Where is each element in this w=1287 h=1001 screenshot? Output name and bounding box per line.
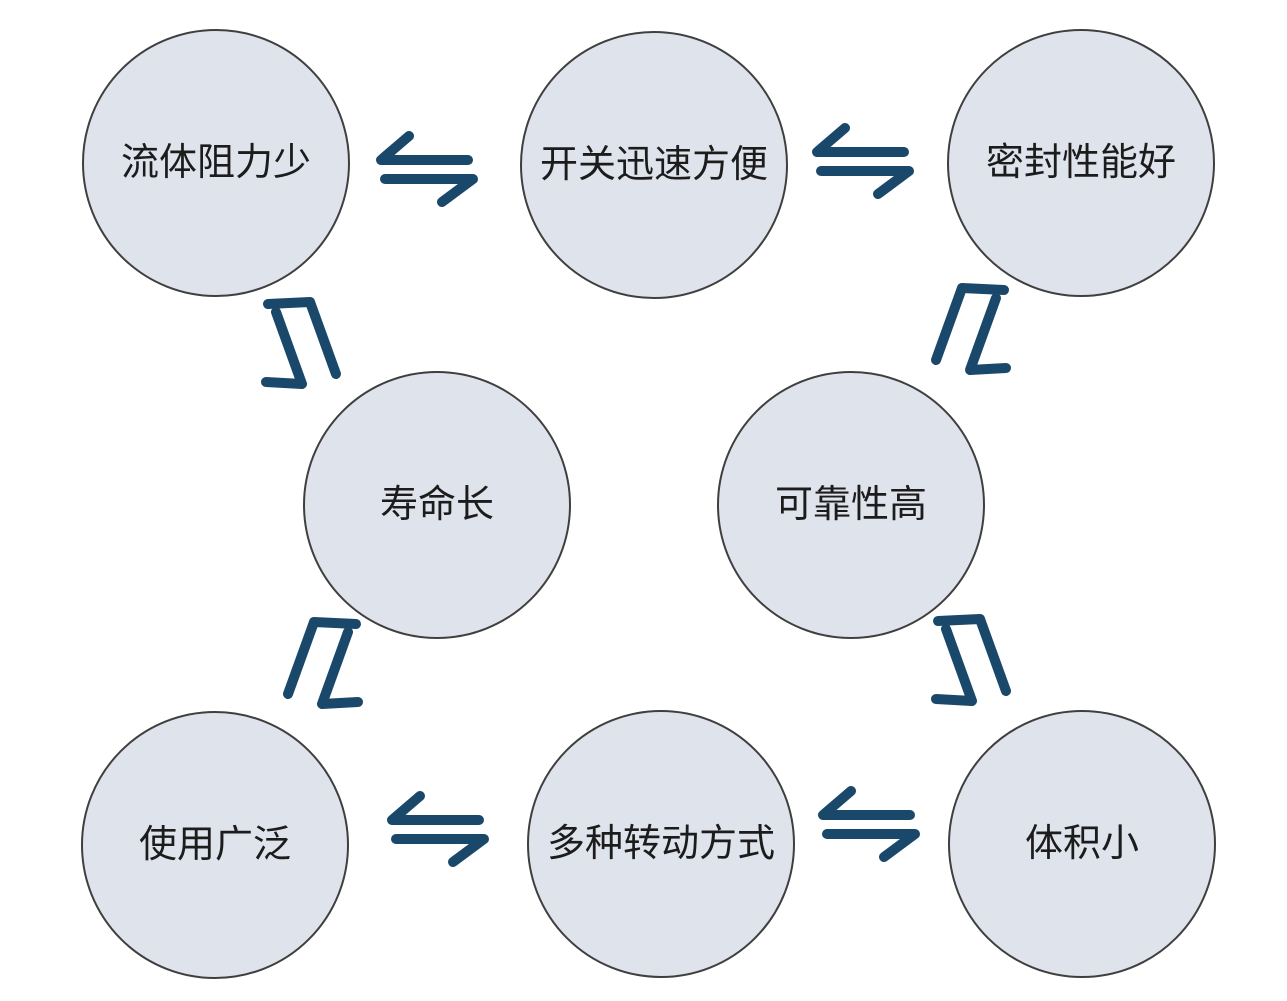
node-good-sealing-performance: 密封性能好: [947, 29, 1215, 297]
equilibrium-arrow-icon-c7-c8: [823, 791, 915, 857]
equilibrium-arrow-icon-c1-c4: [266, 302, 336, 384]
node-label: 开关迅速方便: [539, 144, 768, 186]
equilibrium-arrow-icon-c3-c5: [936, 288, 1006, 370]
node-label: 流体阻力少: [120, 142, 311, 184]
node-long-service-life: 寿命长: [303, 371, 571, 639]
equilibrium-arrow-icon-c6-c7: [392, 796, 484, 862]
node-low-fluid-resistance: 流体阻力少: [82, 29, 350, 297]
node-label: 可靠性高: [774, 484, 927, 526]
node-label: 寿命长: [379, 484, 494, 526]
node-label: 多种转动方式: [546, 823, 775, 865]
equilibrium-arrow-icon-c4-c6: [288, 622, 358, 704]
equilibrium-arrow-icon-c2-c3: [817, 128, 909, 194]
equilibrium-arrow-icon-c5-c8: [936, 619, 1006, 701]
node-high-reliability: 可靠性高: [717, 371, 985, 639]
node-fast-convenient-switching: 开关迅速方便: [520, 31, 788, 299]
node-multiple-rotation-modes: 多种转动方式: [527, 710, 795, 978]
node-small-volume: 体积小: [948, 710, 1216, 978]
node-label: 体积小: [1024, 823, 1139, 865]
equilibrium-arrow-icon-c1-c2: [381, 136, 473, 202]
node-widely-used: 使用广泛: [81, 711, 349, 979]
node-label: 使用广泛: [138, 824, 291, 866]
node-label: 密封性能好: [985, 142, 1176, 184]
